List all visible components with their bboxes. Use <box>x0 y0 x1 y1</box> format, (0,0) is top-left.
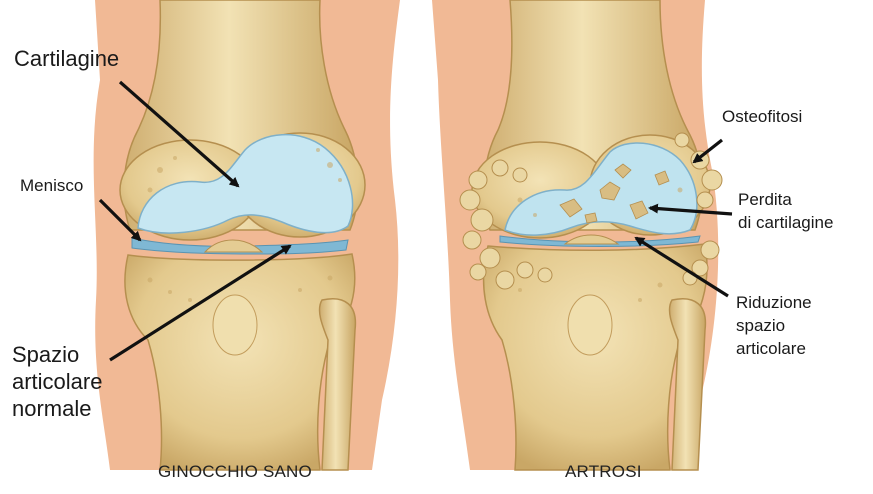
label-joint-space-1: Spazio <box>12 343 79 368</box>
label-space-reduction-1: Riduzione <box>736 293 812 312</box>
label-meniscus: Menisco <box>20 176 83 195</box>
label-cartilage: Cartilagine <box>14 47 119 72</box>
arthritic-knee <box>432 0 722 470</box>
label-osteophytes: Osteofitosi <box>722 107 802 126</box>
label-joint-space-3: normale <box>12 397 91 422</box>
caption-healthy-knee: GINOCCHIO SANO <box>158 462 312 482</box>
healthy-knee <box>94 0 400 470</box>
caption-arthrosis: ARTROSI <box>565 462 642 482</box>
label-space-reduction-2: spazio <box>736 316 785 335</box>
label-cartilage-loss-2: di cartilagine <box>738 213 833 232</box>
label-cartilage-loss-1: Perdita <box>738 190 792 209</box>
label-joint-space-2: articolare <box>12 370 102 395</box>
label-space-reduction-3: articolare <box>736 339 806 358</box>
